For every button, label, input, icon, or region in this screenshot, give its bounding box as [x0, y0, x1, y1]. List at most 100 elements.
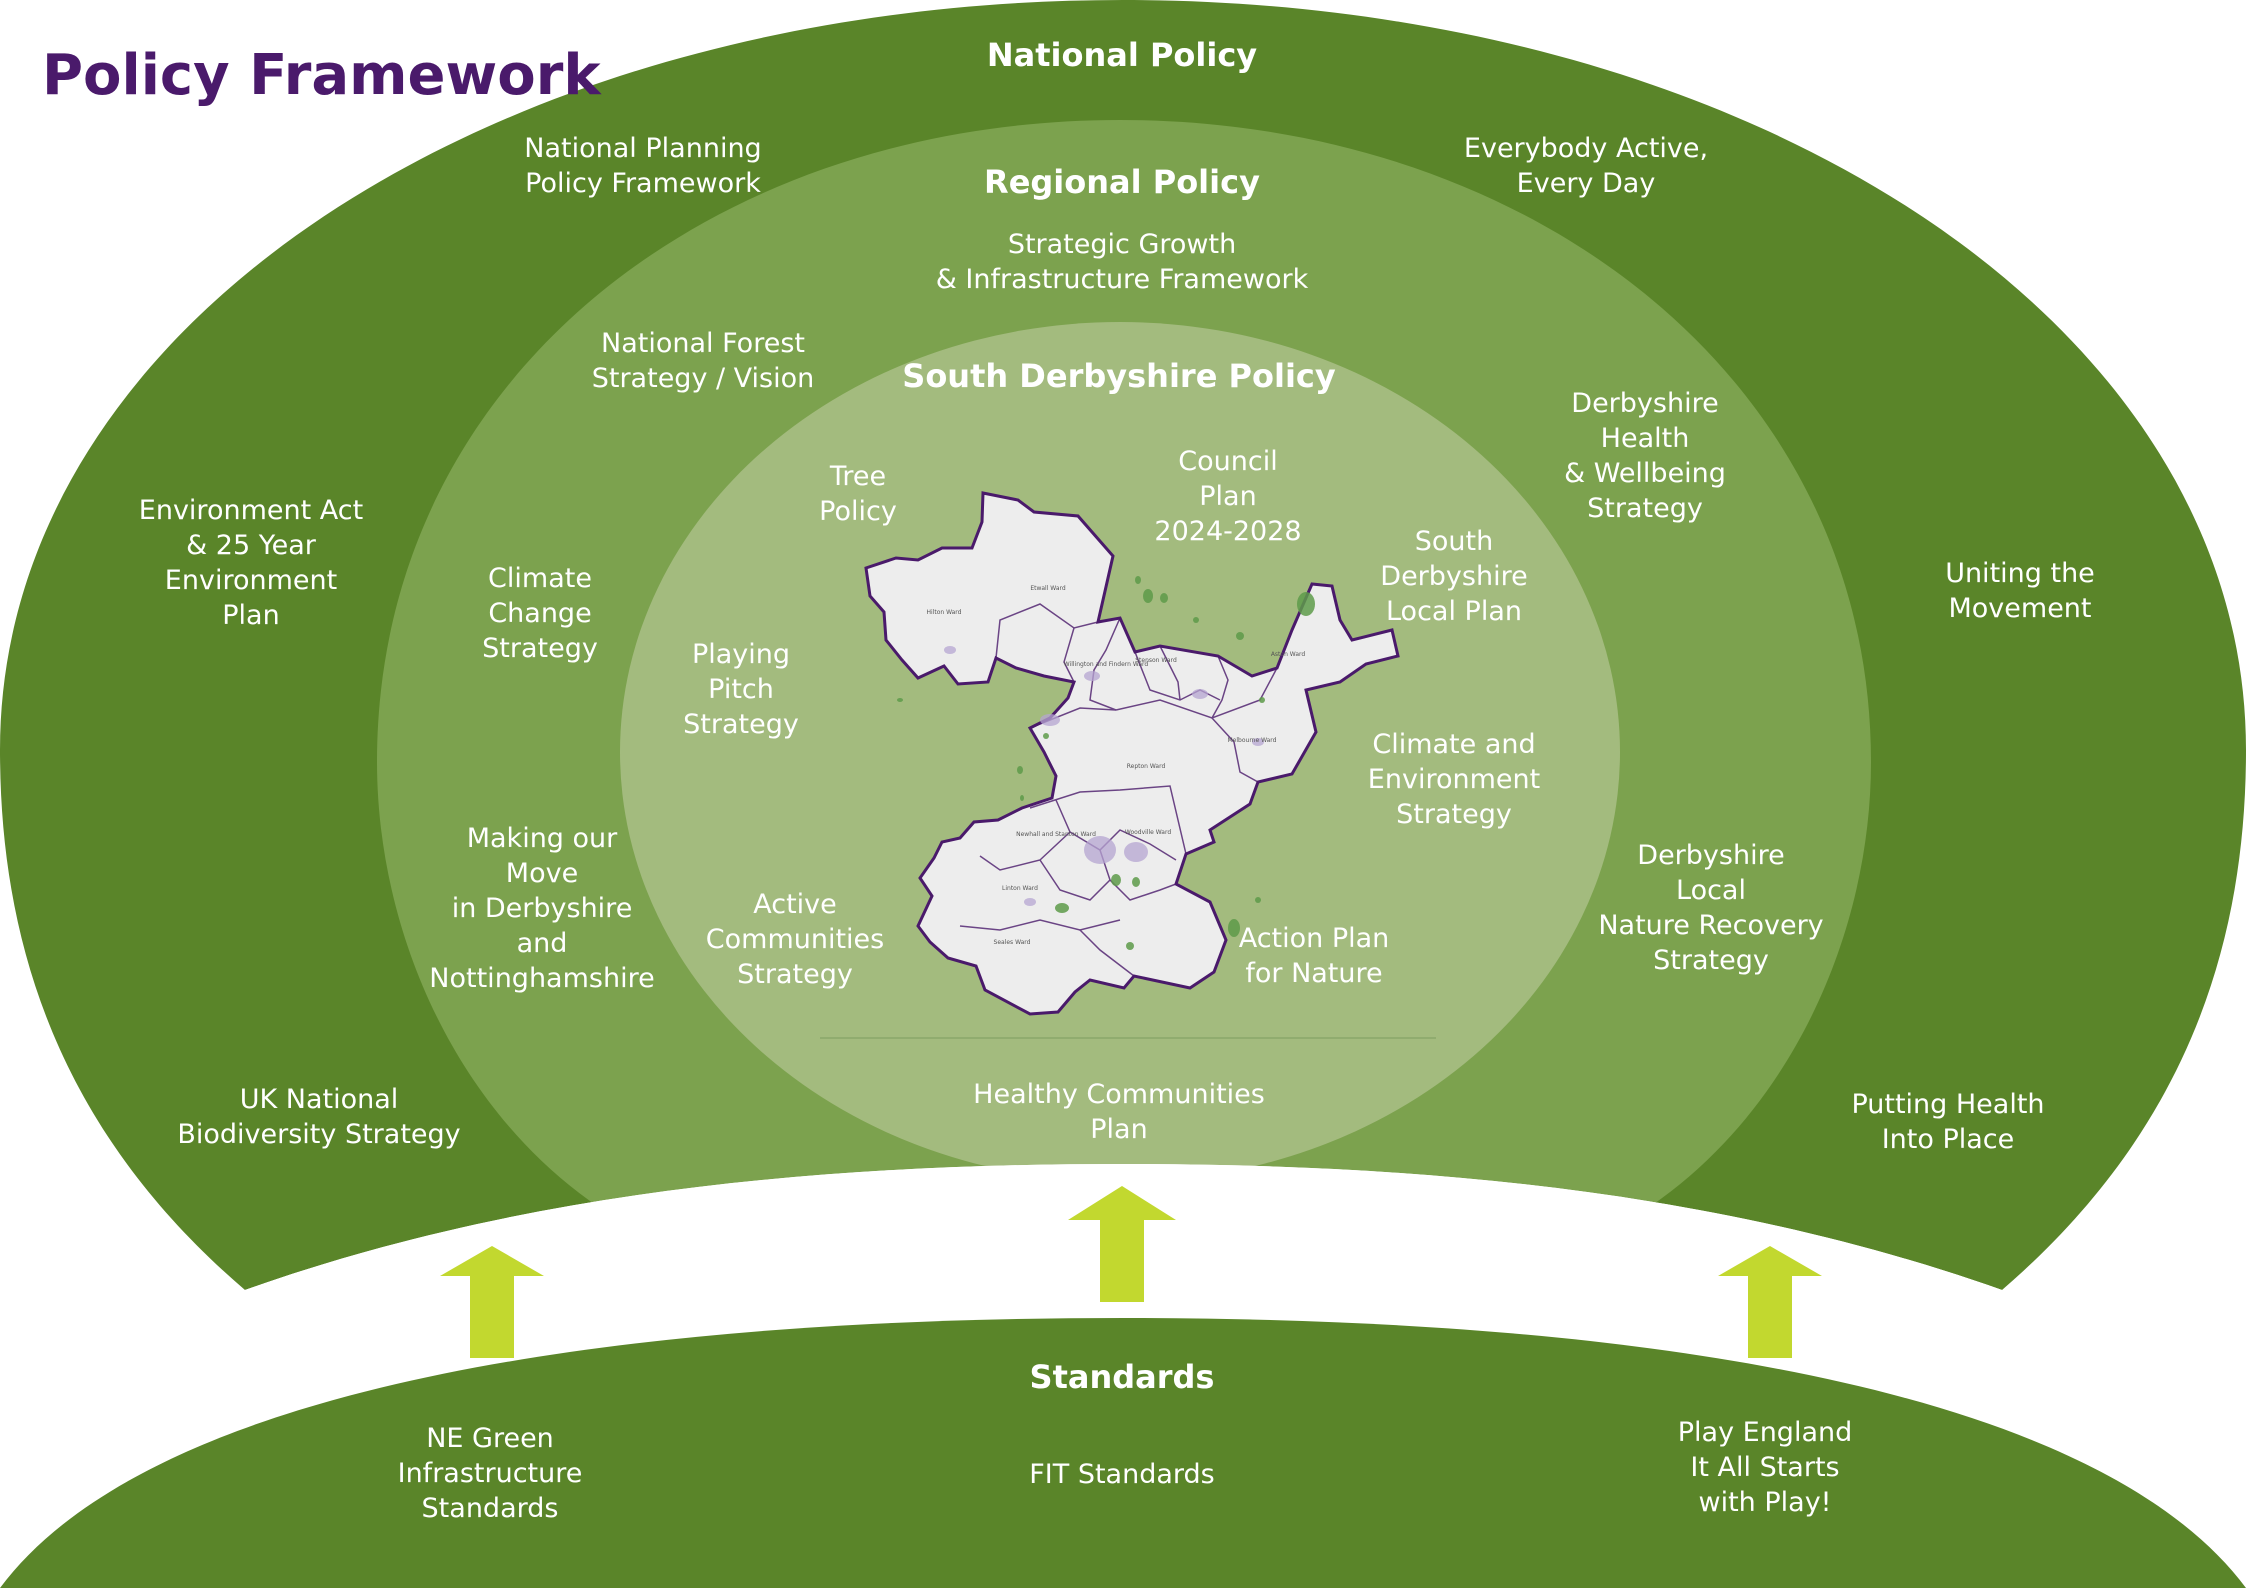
regional-item-6-line: Strategy [1653, 945, 1769, 976]
regional-item-3-line: Derbyshire [1571, 388, 1718, 419]
regional-policy-items: Strategic Growth& Infrastructure Framewo… [429, 229, 1823, 994]
regional-item-6-line: Derbyshire [1637, 840, 1784, 871]
regional-item-3-line: & Wellbeing [1564, 458, 1726, 489]
standards-item-3-line: It All Starts [1690, 1452, 1839, 1483]
south-derbyshire-policy-heading: South Derbyshire Policy [902, 357, 1336, 395]
regional-item-6-line: Local [1676, 875, 1746, 906]
local-item-1-line: Policy [819, 496, 897, 527]
local-item-3-line: South [1415, 526, 1493, 557]
local-item-2-line: 2024-2028 [1154, 516, 1301, 547]
regional-policy-heading: Regional Policy [984, 163, 1260, 201]
local-item-6-line: Active [753, 889, 837, 920]
arrow-right-icon [1718, 1246, 1822, 1358]
local-item-8-line: Healthy Communities [973, 1079, 1265, 1110]
ward-label: Repton Ward [1127, 763, 1166, 770]
regional-item-4-line: Climate [488, 563, 592, 594]
ward-label: Melbourne Ward [1228, 737, 1277, 744]
regional-item-1: Strategic Growth& Infrastructure Framewo… [936, 229, 1309, 295]
national-item-3-line: Environment [165, 565, 337, 596]
arrow-left-icon [440, 1246, 544, 1358]
local-item-6-line: Communities [706, 924, 884, 955]
regional-item-2-line: Strategy / Vision [592, 363, 815, 394]
national-item-3-line: Environment Act [139, 495, 363, 526]
ward-label: Willington and Findern Ward [1064, 661, 1149, 668]
national-item-2-line: Everybody Active, [1464, 133, 1708, 164]
regional-item-1-line: & Infrastructure Framework [936, 264, 1309, 295]
ward-label: Newhall and Stanton Ward [1016, 831, 1096, 838]
local-item-3-line: Derbyshire [1380, 561, 1527, 592]
standards-item-3-line: with Play! [1699, 1487, 1832, 1518]
standards-arc [0, 1318, 2246, 1588]
national-item-1-line: National Planning [524, 133, 761, 164]
national-item-5-line: Biodiversity Strategy [177, 1119, 460, 1150]
local-item-2-line: Plan [1199, 481, 1256, 512]
national-item-6-line: Into Place [1882, 1124, 2015, 1155]
local-item-4-line: Playing [692, 639, 790, 670]
national-item-4-line: Uniting the [1945, 558, 2095, 589]
national-item-1-line: Policy Framework [525, 168, 761, 199]
standards-item-3-line: Play England [1678, 1417, 1853, 1448]
standards-item-2-line: FIT Standards [1029, 1459, 1214, 1490]
national-item-3-line: & 25 Year [186, 530, 317, 561]
local-item-1-line: Tree [829, 461, 886, 492]
regional-item-4-line: Change [488, 598, 591, 629]
standards-item-1-line: NE Green [426, 1423, 554, 1454]
standards-item-3: Play England It All Starts with Play! [1678, 1417, 1853, 1518]
standards-item-1-line: Standards [422, 1493, 559, 1524]
local-item-5-line: Climate and [1372, 729, 1535, 760]
national-item-2-line: Every Day [1517, 168, 1656, 199]
local-item-3-line: Local Plan [1386, 596, 1522, 627]
local-item-4-line: Strategy [683, 709, 799, 740]
ward-label: Stenson Ward [1135, 657, 1177, 664]
local-item-5-line: Environment [1368, 764, 1540, 795]
national-item-6-line: Putting Health [1851, 1089, 2044, 1120]
regional-item-5-line: Move [506, 858, 578, 889]
ward-label: Seales Ward [994, 939, 1031, 946]
arrow-center-icon [1068, 1186, 1176, 1302]
standards-item-2: FIT Standards [1029, 1459, 1214, 1490]
local-item-2-line: Council [1178, 446, 1277, 477]
regional-item-3-line: Health [1601, 423, 1690, 454]
local-item-7-line: Action Plan [1239, 923, 1390, 954]
national-item-4-line: Movement [1948, 593, 2091, 624]
ward-label: Hilton Ward [927, 609, 962, 616]
national-policy-heading: National Policy [987, 36, 1257, 74]
local-item-6-line: Strategy [737, 959, 853, 990]
regional-item-2-line: National Forest [601, 328, 805, 359]
local-item-7: Action Plan for Nature [1239, 923, 1390, 989]
ward-label: Linton Ward [1002, 885, 1038, 892]
standards-heading: Standards [1030, 1358, 1215, 1396]
page-title: Policy Framework [42, 43, 602, 108]
national-item-3-line: Plan [222, 600, 279, 631]
regional-item-5-line: in Derbyshire [452, 893, 633, 924]
local-item-7-line: for Nature [1245, 958, 1382, 989]
ward-label: Woodville Ward [1125, 829, 1171, 836]
regional-item-6-line: Nature Recovery [1598, 910, 1823, 941]
local-item-8-line: Plan [1090, 1114, 1147, 1145]
ward-label: Etwall Ward [1030, 585, 1066, 592]
regional-item-4-line: Strategy [482, 633, 598, 664]
local-item-4-line: Pitch [708, 674, 774, 705]
national-item-5-line: UK National [240, 1084, 399, 1115]
local-item-5-line: Strategy [1396, 799, 1512, 830]
